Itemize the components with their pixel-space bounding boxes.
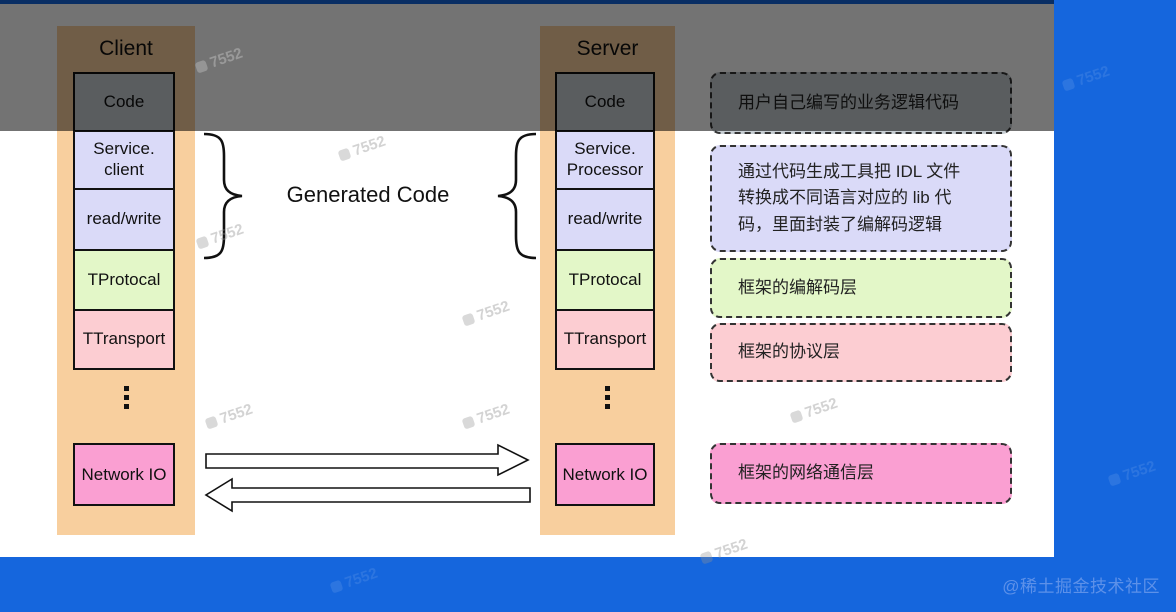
layer-label: TProtocal [568,269,642,289]
client-layer-tprotocal: TProtocal [73,249,175,311]
layer-label: TProtocal [87,269,161,289]
layer-label: Processor [566,160,644,179]
layer-label: Service. [93,139,155,159]
client-layer-readwrite: read/write [73,188,175,251]
watermark: 7552 [1061,63,1112,95]
server-layer-readwrite: read/write [555,188,655,251]
annotation-generated-lib: 通过代码生成工具把 IDL 文件 转换成不同语言对应的 lib 代 码，里面封装… [710,145,1012,252]
annotation-protocol-layer: 框架的协议层 [710,323,1012,382]
annotation-text: 码，里面封装了编解码逻辑 [738,214,942,234]
annotation-text: 框架的编解码层 [738,277,857,297]
generated-code-label: Generated Code [286,182,450,207]
annotation-text: 转换成不同语言对应的 lib 代 [738,188,952,208]
layer-label: TTransport [563,329,647,349]
left-brace-icon [203,132,243,260]
annotation-codec-layer: 框架的编解码层 [710,258,1012,318]
server-vertical-ellipsis-icon [540,386,675,409]
server-layer-tprotocal: TProtocal [555,249,655,311]
client-layer-code: Code [73,72,175,132]
diagram-canvas: Client Code Service. client read/write T… [0,4,1054,557]
client-layer-ttransport: TTransport [73,309,175,370]
layer-label: read/write [567,209,643,229]
layer-label: client [104,160,144,179]
client-network-io: Network IO [73,443,175,506]
annotation-text: 框架的网络通信层 [738,463,874,483]
network-arrows [204,443,531,513]
layer-label: Service. [574,139,636,159]
layer-label: read/write [86,209,162,229]
right-brace-icon [497,132,537,260]
server-layer-ttransport: TTransport [555,309,655,370]
server-title: Server [576,37,639,60]
annotation-text: 用户自己编写的业务逻辑代码 [738,92,959,112]
annotation-network-layer: 框架的网络通信层 [710,443,1012,504]
server-network-io: Network IO [555,443,655,506]
layer-label: Code [103,91,145,111]
request-arrow-icon [205,443,530,477]
server-panel: Server Code Service. Processor read/writ… [540,26,675,535]
layer-label: Code [584,91,626,111]
server-layer-code: Code [555,72,655,132]
client-panel: Client Code Service. client read/write T… [57,26,195,535]
server-layer-service-processor: Service. Processor [555,130,655,190]
client-stack: Code Service. client read/write TProtoca… [73,72,175,370]
annotation-text: 通过代码生成工具把 IDL 文件 [738,161,961,181]
annotation-user-code: 用户自己编写的业务逻辑代码 [710,72,1012,134]
layer-label: TTransport [82,329,166,349]
client-vertical-ellipsis-icon [57,386,195,409]
credit-watermark: @稀土掘金技术社区 [1002,577,1160,596]
watermark: 7552 [329,565,380,597]
server-stack: Code Service. Processor read/write TProt… [555,72,655,370]
client-layer-service-client: Service. client [73,130,175,190]
watermark: 7552 [1107,458,1158,490]
annotation-text: 框架的协议层 [738,342,840,362]
response-arrow-icon [204,477,531,513]
client-title: Client [99,37,153,60]
